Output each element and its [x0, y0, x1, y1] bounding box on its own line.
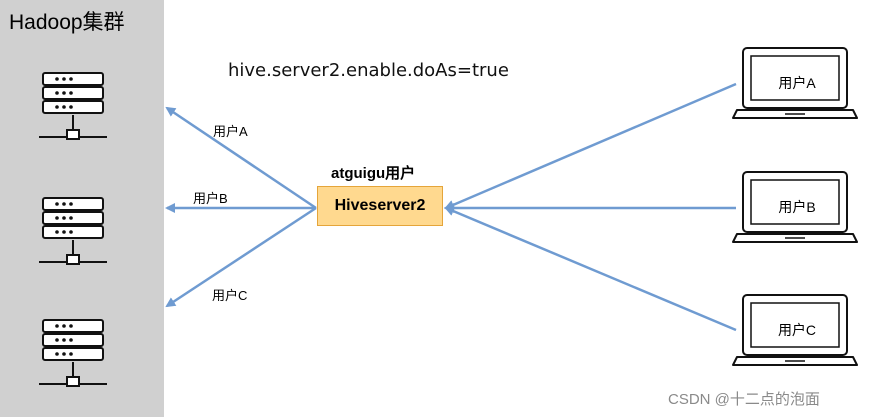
client-label-a: 用户A: [778, 75, 816, 91]
arrow-from-client-a: [444, 82, 737, 210]
doas-config-text: hive.server2.enable.doAs=true: [228, 60, 509, 81]
arrow-to-server-c: [165, 206, 317, 308]
proxy-user-label: atguigu用户: [331, 165, 416, 182]
csdn-watermark: CSDN @十二点的泡面: [668, 391, 820, 408]
arrow-label-b: 用户B: [193, 191, 228, 206]
laptop-icon: [732, 47, 858, 119]
server-rack-icon: [39, 319, 107, 387]
arrow-to-server-a: [165, 106, 317, 210]
client-label-b: 用户B: [778, 199, 816, 215]
server-rack-icon: [39, 72, 107, 140]
laptop-icon: [732, 171, 858, 243]
laptop-icon: [732, 294, 858, 366]
arrow-label-a: 用户A: [213, 124, 248, 139]
cluster-title: Hadoop集群: [9, 11, 125, 34]
hiveserver2-label: Hiveserver2: [334, 197, 426, 214]
arrow-label-c: 用户C: [212, 288, 248, 303]
client-label-c: 用户C: [777, 322, 817, 338]
server-rack-icon: [39, 197, 107, 265]
hiveserver2-box: Hiveserver2: [317, 186, 443, 226]
arrow-from-client-c: [444, 206, 737, 332]
